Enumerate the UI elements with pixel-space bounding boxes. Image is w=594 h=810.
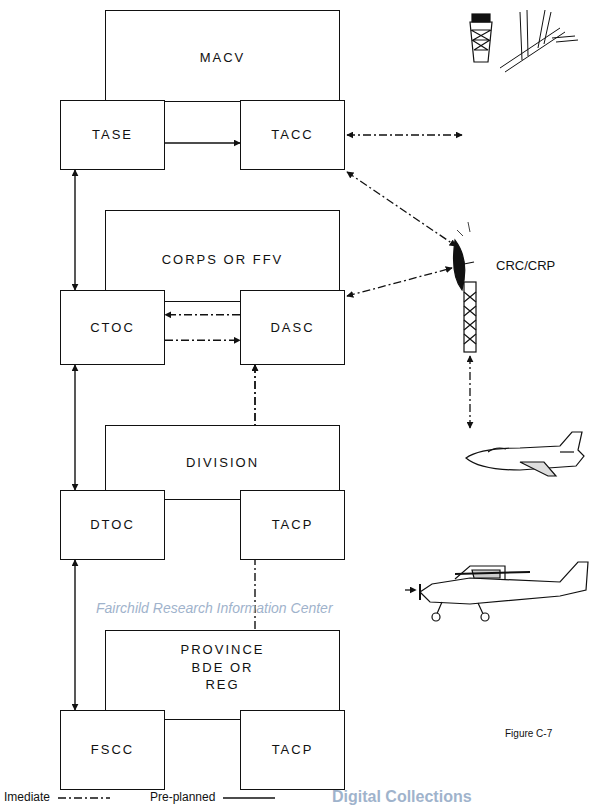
radar-icon: [454, 222, 476, 352]
org-box: PROVINCE BDE OR REG: [105, 630, 340, 720]
preplanned-link: [74, 365, 75, 490]
box-title: TACC: [271, 126, 313, 144]
legend-entry: Pre-planned: [150, 790, 277, 804]
air-links: [347, 135, 470, 590]
preplanned-link: [165, 142, 240, 143]
org-box: TACP: [240, 710, 345, 790]
org-box: CORPS OR FFV: [105, 210, 340, 302]
immediate-link: [165, 340, 240, 341]
box-title: TACP: [272, 516, 314, 534]
legend-text: Imediate: [4, 790, 50, 804]
immediate-link: [165, 314, 240, 315]
legend-text: Pre-planned: [150, 790, 215, 804]
tower-icon: [470, 14, 492, 62]
box-title: CTOC: [90, 319, 135, 337]
legend-line: [221, 792, 277, 802]
box-title: FSCC: [91, 741, 134, 759]
station-label: CRC/CRP: [496, 258, 555, 273]
watermark: Digital Collections: [332, 788, 472, 806]
org-box: DTOC: [60, 490, 165, 560]
box-title: TACP: [272, 741, 314, 759]
org-box: DASC: [240, 290, 345, 365]
box-title: MACV: [200, 49, 246, 67]
jet-icon: [466, 432, 584, 476]
box-title: TASE: [92, 126, 133, 144]
box-title: DTOC: [90, 516, 135, 534]
runway-icon: [500, 10, 578, 72]
box-title: DIVISION: [186, 454, 259, 472]
org-box: CTOC: [60, 290, 165, 365]
plane-icon: [420, 562, 588, 621]
org-box: MACV: [105, 10, 340, 102]
org-box: DIVISION: [105, 425, 340, 500]
box-title: PROVINCE BDE OR REG: [173, 641, 273, 694]
preplanned-link: [74, 170, 75, 290]
legend-line: [56, 792, 112, 802]
org-box: TACP: [240, 490, 345, 560]
box-title: CORPS OR FFV: [162, 251, 284, 269]
preplanned-link: [74, 560, 75, 710]
box-title: DASC: [270, 319, 314, 337]
legend-entry: Imediate: [4, 790, 112, 804]
org-box: TASE: [60, 100, 165, 170]
figure-number: Figure C-7: [505, 728, 552, 739]
watermark: Fairchild Research Information Center: [96, 600, 333, 616]
org-box: TACC: [240, 100, 345, 170]
org-box: FSCC: [60, 710, 165, 790]
